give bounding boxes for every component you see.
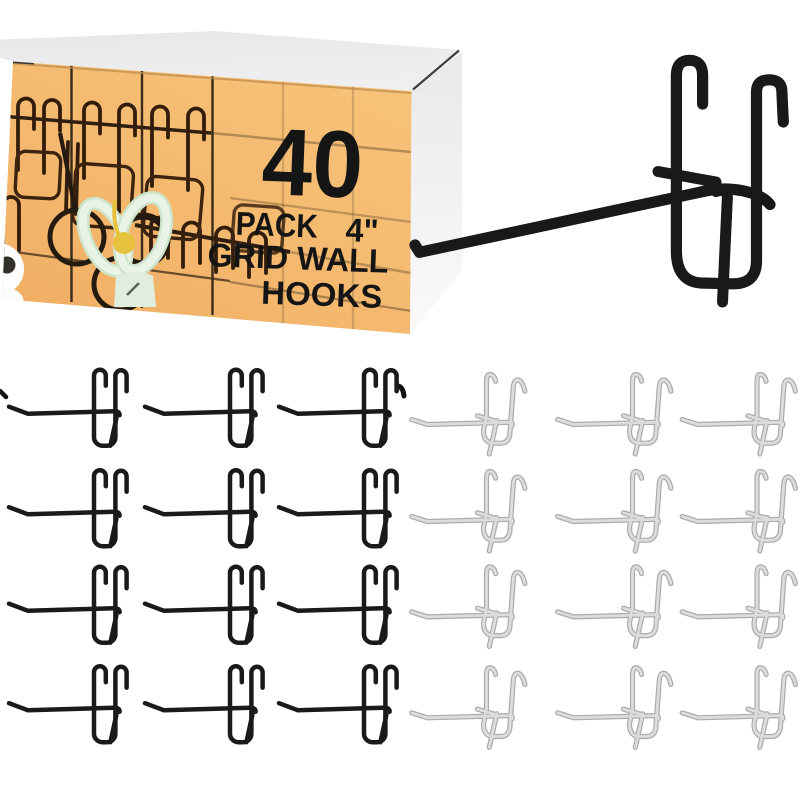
svg-text:GRID WALL: GRID WALL	[207, 236, 389, 280]
svg-text:4": 4"	[345, 211, 379, 249]
svg-text:PACK: PACK	[235, 205, 318, 245]
svg-text:HOOKS: HOOKS	[261, 274, 383, 315]
svg-text:40: 40	[260, 109, 365, 219]
